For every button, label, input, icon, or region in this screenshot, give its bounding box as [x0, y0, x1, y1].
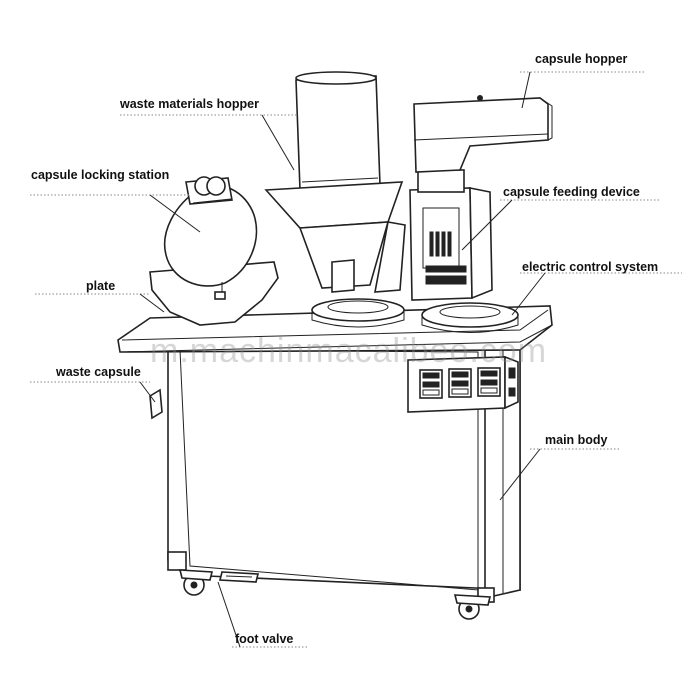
label-foot-valve: foot valve: [235, 632, 293, 646]
label-main-body: main body: [545, 433, 608, 447]
capsule-feeding-device: [409, 151, 519, 333]
label-electric-control-system: electric control system: [522, 260, 658, 274]
meter-2: [448, 368, 472, 398]
meter-3: [477, 367, 501, 397]
label-capsule-locking-station: capsule locking station: [31, 168, 169, 182]
label-capsule-hopper: capsule hopper: [535, 52, 628, 66]
waste-capsule-outlet: [149, 388, 163, 420]
capsule-hopper: [413, 95, 553, 173]
foot-valve-pedal: [218, 571, 260, 583]
watermark: m.machinmacalibeo.com: [150, 332, 547, 370]
label-capsule-feeding-device: capsule feeding device: [503, 185, 640, 199]
control-panel: [407, 355, 519, 413]
feed-channels: [429, 231, 452, 257]
waste-materials-hopper: [264, 71, 406, 328]
casters: [178, 569, 492, 620]
meter-1: [419, 369, 443, 399]
capsule-locking-station: [149, 176, 279, 326]
label-plate: plate: [86, 279, 115, 293]
leader-lines: [30, 71, 682, 648]
label-waste-materials-hopper: waste materials hopper: [119, 97, 259, 111]
label-waste-capsule: waste capsule: [55, 365, 141, 379]
